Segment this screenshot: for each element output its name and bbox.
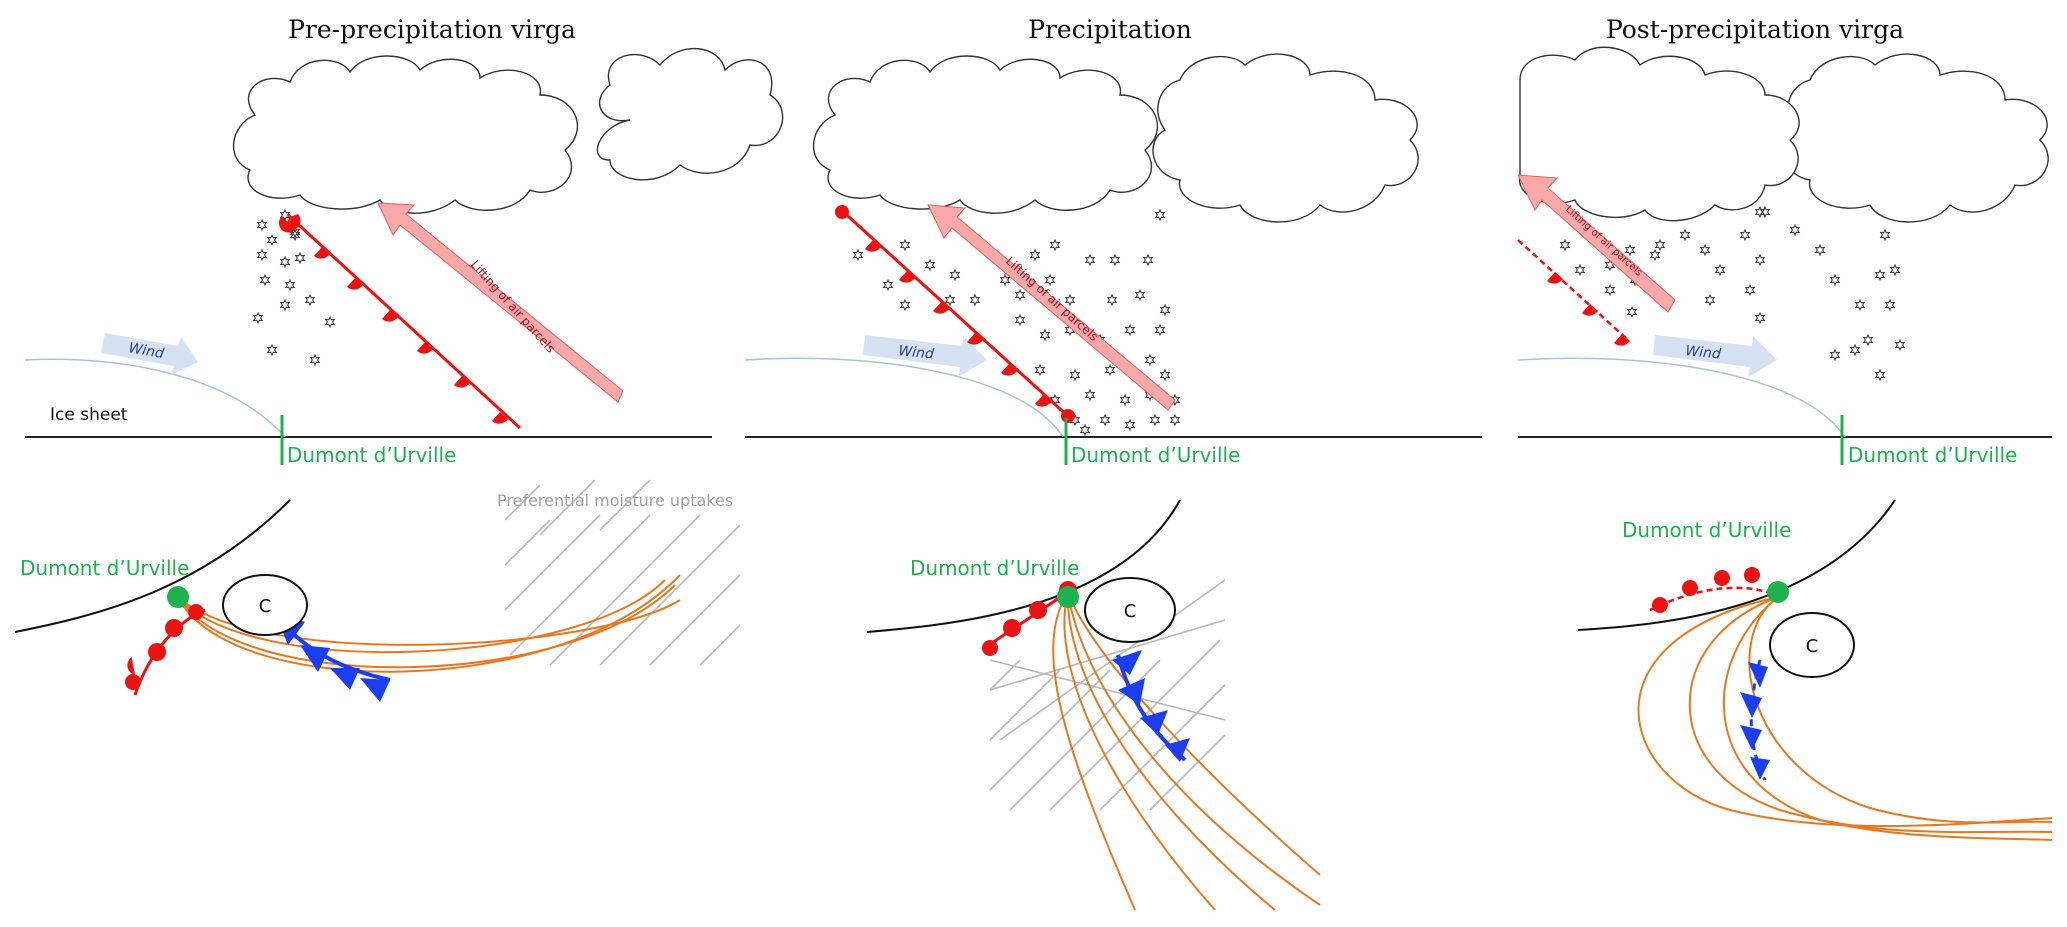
- snowflakes: [253, 209, 335, 366]
- map-view: C Dumont d’Urville: [1577, 499, 2053, 841]
- station-dot: [1057, 586, 1079, 608]
- warm-front-section: [835, 205, 1075, 423]
- station-dot: [167, 586, 189, 608]
- cold-front-dashed: [1740, 659, 1770, 781]
- lifting-arrow: Lifting of air parcels: [377, 202, 624, 403]
- station-label: Dumont d’Urville: [287, 443, 456, 467]
- low-pressure: C: [1084, 577, 1176, 643]
- map-view: Preferential moisture uptakes: [14, 479, 741, 702]
- warm-front-section: [278, 213, 522, 430]
- panel-title: Pre-precipitation virga: [288, 15, 576, 44]
- warm-front: [125, 604, 206, 696]
- panel-pre-precipitation-virga: Pre-precipitation virga Ice sheet Wind: [14, 15, 784, 702]
- low-label: C: [1806, 636, 1819, 657]
- lifting-label: Lifting of air parcels: [1003, 254, 1101, 344]
- trajectories: [1052, 592, 1321, 911]
- ice-sheet-label: Ice sheet: [50, 405, 128, 425]
- warm-front-section-dashed: [1517, 239, 1630, 346]
- warm-front-dashed: [1649, 567, 1776, 613]
- trajectories: [1637, 596, 2053, 841]
- station-label: Dumont d’Urville: [1071, 443, 1240, 467]
- panel-post-precipitation-virga: Post-precipitation virga Wind: [1517, 15, 2053, 841]
- ice-slope: [744, 357, 1064, 438]
- wind-label: Wind: [1685, 343, 1722, 363]
- lifting-arrow: Lifting of air parcels: [927, 204, 1176, 411]
- ice-slope: [24, 358, 286, 438]
- wind-label: Wind: [898, 343, 935, 363]
- low-label: C: [1124, 601, 1137, 622]
- moisture-hatch: [504, 479, 741, 666]
- map-station-label: Dumont d’Urville: [20, 556, 189, 580]
- wind-arrow: Wind: [101, 333, 198, 375]
- cloud: [233, 48, 784, 214]
- wind-arrow: Wind: [863, 335, 987, 377]
- lifting-label: Lifting of air parcels: [468, 258, 558, 356]
- map-station-label: Dumont d’Urville: [910, 556, 1079, 580]
- trajectories: [177, 574, 681, 673]
- moisture-label: Preferential moisture uptakes: [497, 491, 733, 510]
- cloud: [1518, 46, 2049, 223]
- low-pressure: C: [222, 574, 308, 636]
- coastline: [14, 499, 291, 633]
- low-pressure: C: [1769, 612, 1855, 678]
- station-label: Dumont d’Urville: [1848, 443, 2017, 467]
- ice-slope: [1517, 357, 1846, 438]
- panel-title: Post-precipitation virga: [1606, 15, 1904, 44]
- low-label: C: [259, 596, 272, 617]
- map-station-label: Dumont d’Urville: [1622, 518, 1791, 542]
- cloud: [813, 53, 1419, 223]
- wind-label: Wind: [127, 340, 165, 362]
- wind-arrow: Wind: [1653, 335, 1777, 377]
- panel-title: Precipitation: [1028, 15, 1192, 44]
- snowflakes: [853, 209, 1180, 436]
- map-view: C Dumont d’Urville: [866, 499, 1321, 911]
- panel-precipitation: Precipitation Wind: [744, 15, 1482, 911]
- coastline: [1577, 499, 1896, 631]
- cold-front: [1112, 650, 1190, 762]
- station-dot: [1767, 581, 1789, 603]
